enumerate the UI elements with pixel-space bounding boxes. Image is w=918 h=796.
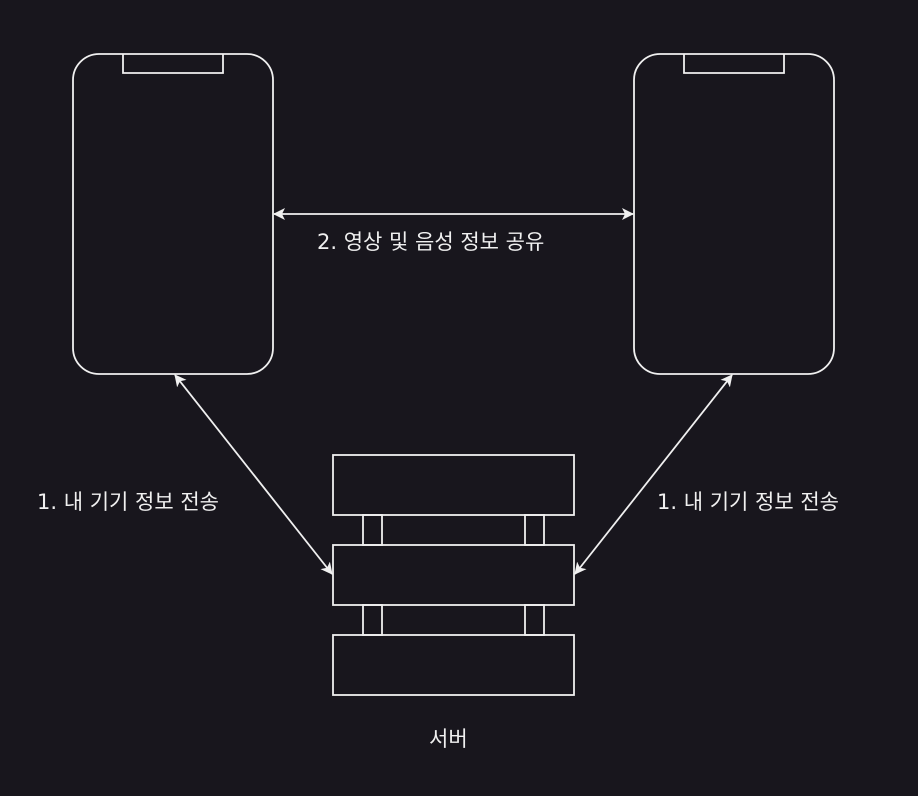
server-connector [524, 514, 545, 546]
server-connector [524, 604, 545, 636]
smartphone-icon [633, 53, 835, 375]
smartphone-icon [72, 53, 274, 375]
right-server-label: 1. 내 기기 정보 전송 [657, 490, 839, 514]
server-label: 서버 [429, 727, 468, 751]
left-server-label: 1. 내 기기 정보 전송 [37, 490, 219, 514]
right-server-arrow [574, 374, 733, 575]
server-connector [362, 514, 383, 546]
server-connector [362, 604, 383, 636]
server-unit-top [332, 454, 575, 516]
server-unit-bottom [332, 634, 575, 696]
right-phone[interactable] [633, 53, 835, 375]
left-server-arrow [174, 374, 333, 575]
left-phone[interactable] [72, 53, 274, 375]
server-unit-middle [332, 544, 575, 606]
peer-link-label: 2. 영상 및 음성 정보 공유 [317, 230, 545, 254]
server-rack-icon [332, 454, 575, 696]
server-node[interactable] [332, 454, 575, 696]
